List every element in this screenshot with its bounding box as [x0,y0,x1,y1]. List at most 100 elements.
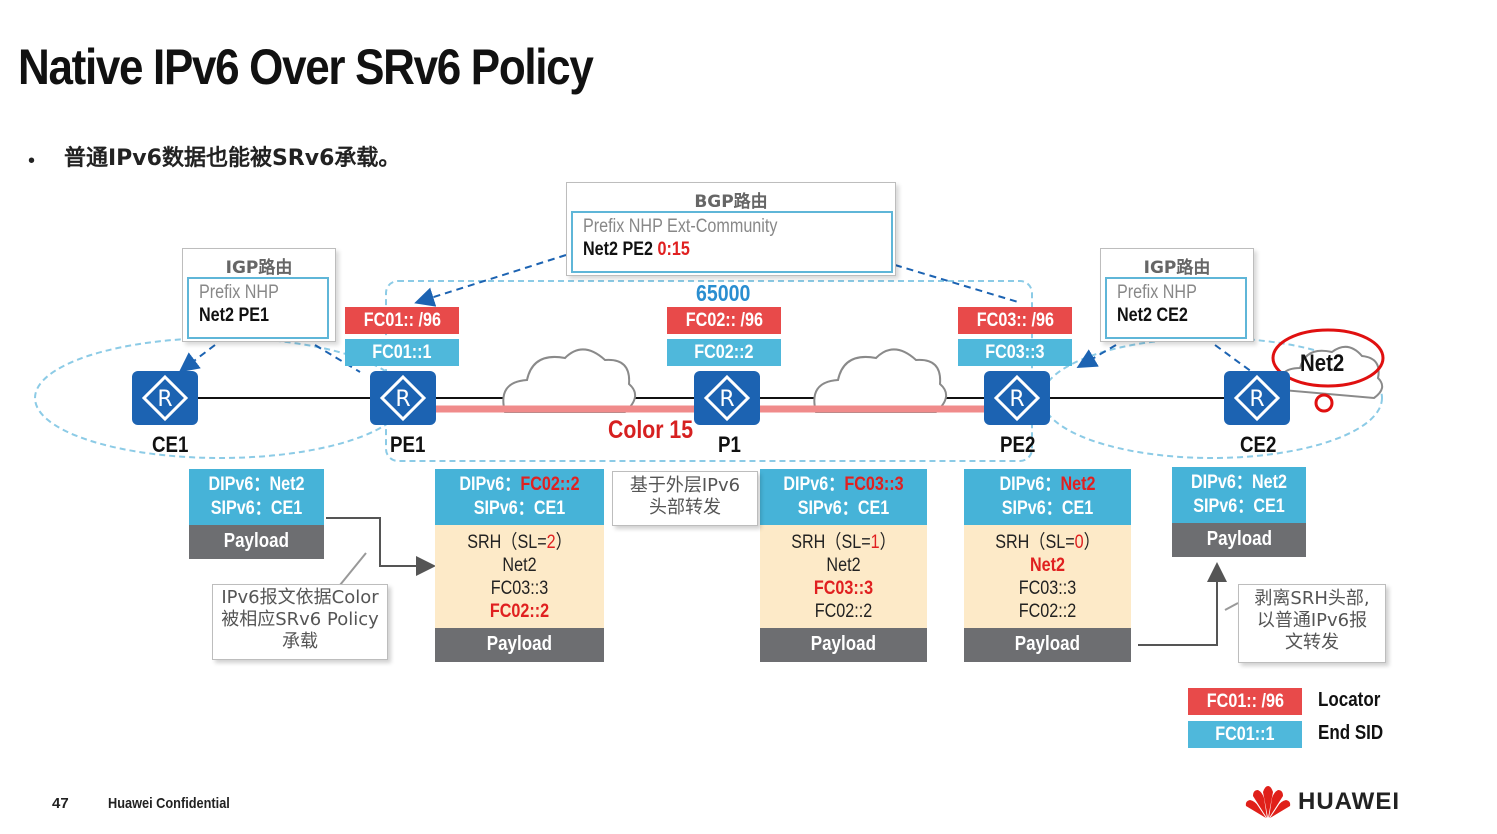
bullet-dot: • [28,150,36,172]
bgp-route-row-main: Net2 PE2 [583,239,658,260]
node-label-pe1: PE1 [390,432,426,457]
igp-left-title: IGP路由 [225,258,293,278]
svg-text:R: R [395,387,410,412]
node-label-p1: P1 [718,432,741,457]
handwritten-dot [1314,393,1334,413]
igp-right-table: Prefix NHP Net2 CE2 [1105,277,1247,339]
srh-end: ） [1083,532,1100,553]
bullet-text: 普通IPv6数据也能被SRv6承载。 [64,146,401,171]
packet-p1-ipv6-header: DIPv6：FC03::3 SIPv6：CE1 [760,469,927,527]
cloud-2 [813,348,947,413]
bgp-route-title: BGP路由 [694,192,768,212]
callout-strip-srh: 剥离SRH头部, 以普通IPv6报 文转发 [1238,584,1386,663]
huawei-logo-icon [1245,786,1291,818]
srh-sl: 2 [546,532,556,553]
bgp-route-community: 0:15 [657,239,690,260]
segment-0: Net2 [502,555,537,576]
sip-value: SIPv6：CE1 [797,498,890,519]
srh-label: SRH（SL= [995,532,1075,553]
router-glyph-icon: R [703,374,751,422]
segment-1: FC03::3 [490,578,549,599]
bgp-route-row: Net2 PE2 0:15 [583,238,836,261]
callout-outer-forward: 基于外层IPv6 头部转发 [612,471,758,526]
pe2-locator-tag: FC03:: /96 [958,307,1072,334]
igp-right-row: Net2 CE2 [1117,305,1188,326]
as-number: 65000 [696,280,751,306]
srh-sl: 0 [1074,532,1084,553]
packet-pe2-srh: SRH（SL=0） Net2 FC03::3 FC02::2 [964,525,1131,631]
igp-left-arrow-pe1 [314,344,361,373]
sip-value: SIPv6：CE1 [1193,496,1285,517]
node-label-ce1: CE1 [152,432,189,457]
sip-value: SIPv6：CE1 [473,498,566,519]
router-icon: R [984,371,1050,425]
srh-label: SRH（SL= [467,532,547,553]
bgp-arrow-left [414,254,567,307]
packet-pe1-payload: Payload [435,628,604,662]
igp-route-box-right: IGP路由 Prefix NHP Net2 CE2 [1100,248,1254,342]
bgp-arrow-right [894,264,1019,303]
legend-locator-swatch: FC01:: /96 [1188,688,1302,715]
slide-title: Native IPv6 Over SRv6 Policy [18,39,594,95]
svg-text:R: R [1249,387,1264,412]
router-glyph-icon: R [379,374,427,422]
igp-left-row: Net2 PE1 [199,305,270,326]
segment-1: FC03::3 [1018,578,1077,599]
node-label-pe2: PE2 [1000,432,1036,457]
igp-left-table: Prefix NHP Net2 PE1 [187,277,329,339]
igp-right-arrow-ce2 [1214,344,1253,373]
router-icon: R [1224,371,1290,425]
igp-left-header: Prefix NHP [199,282,279,303]
pe1-sid-tag: FC01::1 [345,339,459,366]
packet-ce1-ipv6-header: DIPv6：Net2 SIPv6：CE1 [189,469,324,527]
igp-left-arrow-ce1 [178,344,216,373]
legend-sid-swatch: FC01::1 [1188,721,1302,748]
packet-pe2-payload: Payload [964,628,1131,662]
router-glyph-icon: R [993,374,1041,422]
callout-color-policy: IPv6报文依据Color 被相应SRv6 Policy 承载 [212,584,388,660]
segment-2: FC02::2 [814,601,873,622]
flow-connector-ce1-pe1 [326,517,436,576]
legend-sid-label: End SID [1318,722,1384,744]
srh-end: ） [879,532,896,553]
dip-label: DIPv6： [999,474,1061,495]
bgp-route-box: BGP路由 Prefix NHP Ext-Community Net2 PE2 … [566,182,896,276]
cloud-1 [502,348,636,413]
dip-label: DIPv6： [1190,472,1253,493]
dip-value: FC02::2 [520,474,580,495]
flow-connector-pe2-ce2 [1138,562,1227,646]
svg-text:R: R [719,387,734,412]
packet-ce2-payload: Payload [1172,523,1306,557]
router-icon: R [370,371,436,425]
packet-pe1-ipv6-header: DIPv6：FC02::2 SIPv6：CE1 [435,469,604,527]
segment-0: Net2 [826,555,861,576]
bgp-route-header: Prefix NHP Ext-Community [583,216,778,237]
segment-0: Net2 [1029,555,1066,576]
svg-text:R: R [1009,387,1024,412]
color-label: Color 15 [608,416,694,444]
dip-label: DIPv6： [783,474,845,495]
srh-sl: 1 [870,532,880,553]
segment-2: FC02::2 [489,601,550,622]
p1-locator-tag: FC02:: /96 [667,307,781,334]
callout-pointer-right [1224,602,1239,611]
dip-label: DIPv6： [459,474,521,495]
router-glyph-icon: R [141,374,189,422]
dip-label: DIPv6： [208,474,270,495]
page-number: 47 [52,795,69,812]
pe1-locator-tag: FC01:: /96 [345,307,459,334]
router-icon: R [694,371,760,425]
segment-2: FC02::2 [1018,601,1077,622]
sip-value: SIPv6：CE1 [1001,498,1094,519]
router-icon: R [132,371,198,425]
packet-p1-payload: Payload [760,628,927,662]
bgp-route-table: Prefix NHP Ext-Community Net2 PE2 0:15 [571,211,893,273]
svg-text:R: R [157,387,172,412]
callout-pointer-left [339,552,367,586]
packet-ce2-ipv6-header: DIPv6：Net2 SIPv6：CE1 [1172,467,1306,525]
router-glyph-icon: R [1233,374,1281,422]
handwritten-net2-note: Net2 [1300,350,1345,377]
segment-1: FC03::3 [813,578,874,599]
pe2-sid-tag: FC03::3 [958,339,1072,366]
srh-label: SRH（SL= [791,532,871,553]
